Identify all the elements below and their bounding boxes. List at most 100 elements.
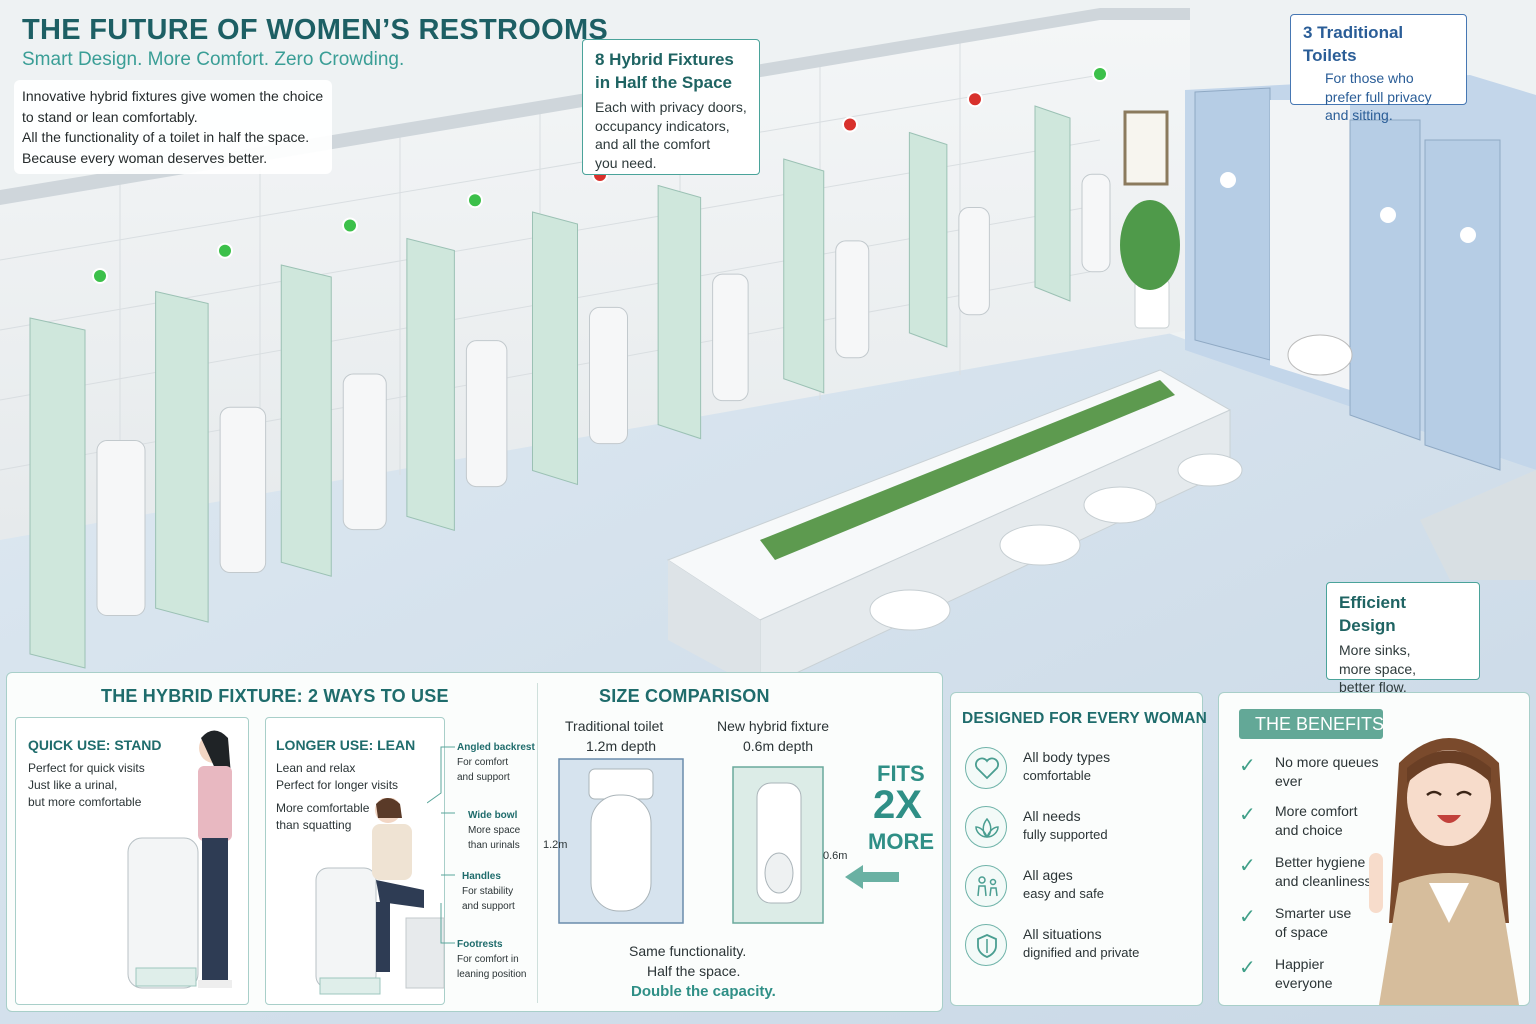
benefits-title-badge <box>1239 709 1383 739</box>
check-icon: ✓ <box>1239 957 1256 979</box>
stand-illustration <box>127 730 232 989</box>
annotation-line: For stability <box>462 886 514 897</box>
hybrid-fixture <box>96 440 146 616</box>
size-comparison-title: SIZE COMPARISON <box>599 686 770 706</box>
hybrid-fixture-panel: THE HYBRID FIXTURE: 2 WAYS TO USE QUICK … <box>6 672 943 1012</box>
callout-title: 8 Hybrid Fixtures <box>595 50 734 69</box>
lean-illustration <box>315 798 445 995</box>
occupancy-indicator <box>217 242 233 259</box>
page-title: THE FUTURE OF WOMEN’S RESTROOMS <box>22 14 609 46</box>
feature-line-1: All body types <box>1023 749 1111 765</box>
page-subtitle: Smart Design. More Comfort. Zero Crowdin… <box>22 49 405 70</box>
arrow-left-icon <box>845 865 899 889</box>
intro-line: Innovative hybrid fixtures give women th… <box>22 88 324 104</box>
stall-partition <box>657 184 702 440</box>
traditional-stalls <box>1185 75 1536 471</box>
hybrid-fixtures-callout: 8 Hybrid Fixtures in Half the Space Each… <box>582 39 760 175</box>
shield-icon <box>965 924 1007 966</box>
lean-text: Lean and relax Perfect for longer visits <box>276 760 398 794</box>
sink-counter <box>666 369 1243 691</box>
callout-line: occupancy indicators, <box>595 117 730 134</box>
feature-needs: All needs fully supported <box>965 806 1195 856</box>
traditional-toilets-callout: 3 Traditional Toilets For those who pref… <box>1290 14 1467 123</box>
hybrid-dim: 0.6m <box>823 850 848 862</box>
feature-line-1: All ages <box>1023 867 1073 883</box>
stand-line: but more comfortable <box>28 795 142 809</box>
annotation-title: Footrests <box>457 939 503 950</box>
feature-ages: All ages easy and safe <box>965 865 1195 915</box>
feature-line-2: dignified and private <box>1023 945 1140 960</box>
annotation-line: For comfort <box>457 757 509 768</box>
stand-card: QUICK USE: STAND Perfect for quick visit… <box>15 717 249 1005</box>
check-icon: ✓ <box>1239 855 1256 877</box>
occupancy-indicator <box>342 217 358 234</box>
occupancy-indicator <box>92 268 108 284</box>
panel-divider <box>537 683 538 1003</box>
fits-2x: 2X <box>873 783 922 827</box>
benefit-line-1: Happier <box>1275 956 1325 972</box>
stand-text: Perfect for quick visits Just like a uri… <box>28 760 145 811</box>
intro-line: Because every woman deserves better. <box>22 149 268 166</box>
smiling-woman-illustration <box>1369 738 1519 1005</box>
benefit-line-1: No more queues <box>1275 754 1379 770</box>
callout-line: and sitting. <box>1325 107 1393 123</box>
designed-title: DESIGNED FOR EVERY WOMAN <box>962 710 1208 727</box>
designed-panel: DESIGNED FOR EVERY WOMAN All body types … <box>950 692 1207 1006</box>
callout-line: more space, <box>1339 660 1417 677</box>
annotation-title: Wide bowl <box>468 810 518 821</box>
benefits-panel: THE BENEFITS ✓ No more queues ever ✓ Mor… <box>1218 692 1530 1006</box>
occupancy-indicator <box>1092 66 1108 82</box>
hybrid-fixture <box>465 340 508 488</box>
summary-2: Half the space. <box>647 963 741 979</box>
check-icon: ✓ <box>1239 755 1256 777</box>
lean-line: Lean and relax <box>276 761 356 775</box>
lotus-icon <box>965 806 1007 848</box>
feature-line-2: fully supported <box>1023 827 1108 842</box>
callout-line: For those who <box>1325 70 1414 86</box>
stall-partition <box>280 264 332 577</box>
hybrid-footprint <box>732 766 824 924</box>
benefit-line-2: everyone <box>1275 975 1333 991</box>
hybrid-label: New hybrid fixture <box>717 718 830 734</box>
annotation-line: and support <box>457 772 510 783</box>
summary-1: Same functionality. <box>629 943 747 959</box>
feature-line-2: easy and safe <box>1023 886 1104 901</box>
hybrid-fixture <box>1081 173 1111 273</box>
lean-text-2: More comfortable than squatting <box>276 800 369 834</box>
callout-title: Efficient Design <box>1339 593 1407 635</box>
occupancy-indicator <box>967 91 983 108</box>
stall-partition <box>908 131 948 348</box>
traditional-depth: 1.2m depth <box>586 738 657 754</box>
annotation-line: More space <box>468 825 521 836</box>
annotation-line: For comfort in <box>457 954 519 965</box>
benefit-line-1: More comfort <box>1275 803 1358 819</box>
hybrid-fixture <box>589 306 628 445</box>
annotation-line: and support <box>462 901 515 912</box>
potted-plant <box>1120 200 1180 329</box>
occupancy-indicator <box>842 116 858 133</box>
annotation-backrest: Angled backrest For comfort and support <box>457 740 535 785</box>
stall-partition <box>1034 105 1071 302</box>
benefit-line-2: and cleanliness <box>1275 873 1372 889</box>
fits-text: FITS <box>877 761 925 786</box>
occupancy-indicator <box>467 192 483 209</box>
fits-more: MORE <box>868 829 934 854</box>
lean-line: More comfortable <box>276 801 370 815</box>
hybrid-depth: 0.6m depth <box>743 738 814 754</box>
benefit-line-2: of space <box>1275 924 1328 940</box>
summary-3: Double the capacity. <box>631 983 776 1000</box>
traditional-dim: 1.2m <box>543 839 568 851</box>
hybrid-fixture <box>835 240 870 359</box>
callout-title: 3 Traditional Toilets <box>1303 23 1404 65</box>
benefit-line-1: Better hygiene <box>1275 854 1366 870</box>
feature-line-1: All needs <box>1023 808 1081 824</box>
callout-line: and all the comfort <box>595 136 711 152</box>
lean-heading: LONGER USE: LEAN <box>276 737 416 753</box>
annotation-handles: Handles For stability and support <box>462 869 515 914</box>
callout-line: prefer full privacy <box>1325 88 1432 105</box>
annotation-title: Angled backrest <box>457 742 535 753</box>
feature-body-types: All body types comfortable <box>965 747 1195 797</box>
stand-line: Perfect for quick visits <box>28 761 145 775</box>
stall-partition <box>29 317 86 669</box>
lean-card: LONGER USE: LEAN Lean and relax Perfect … <box>265 717 445 1005</box>
